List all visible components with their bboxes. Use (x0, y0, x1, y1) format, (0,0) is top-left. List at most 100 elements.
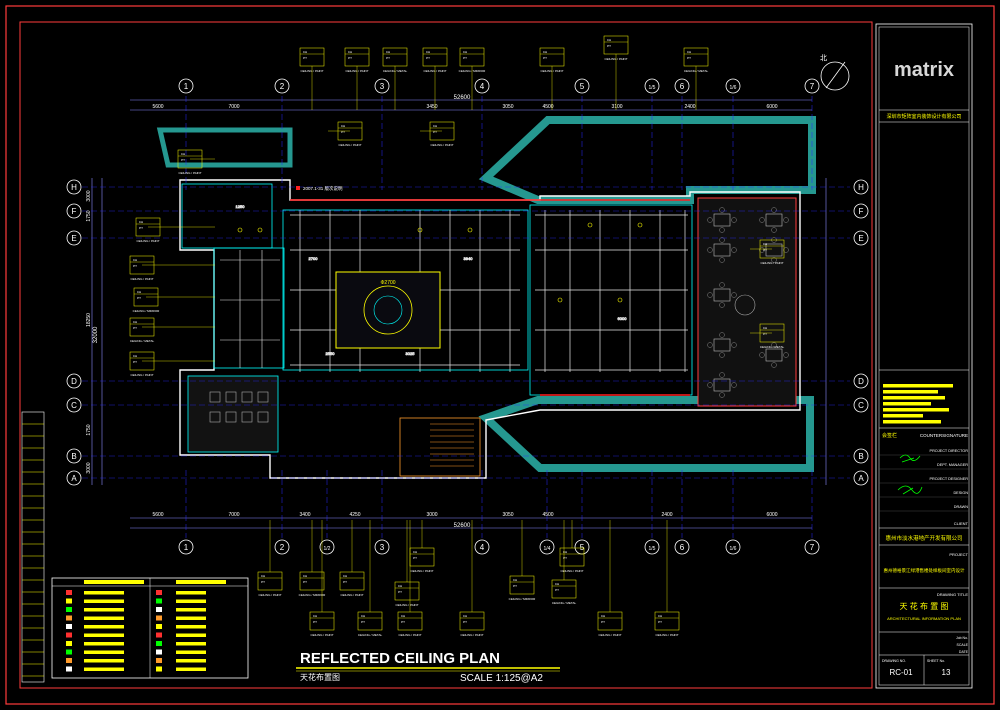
project-label: PROJECT (949, 552, 968, 557)
table-7 (713, 378, 731, 392)
dim-top-3: 3050 (502, 104, 513, 110)
grid-bubble-bottom-6 (674, 539, 690, 555)
grid-bubble-left-F (66, 203, 82, 219)
legend-swatch-left-9 (66, 666, 72, 672)
curtain-wall-band-bottom (478, 396, 814, 472)
ceiling-grid-cyan (181, 183, 693, 396)
job-label: Job No. (956, 636, 968, 640)
ceiling-tag-ch-7: CH (687, 50, 691, 54)
grid-label-bottom-1/4: 1/4 (544, 546, 551, 552)
ceiling-tag-finish-9: CEILING / PAINT (136, 239, 159, 243)
grid-label-bottom-1/5: 1/5 (649, 546, 656, 552)
chair-5-0 (707, 342, 713, 348)
chair-0-0 (707, 217, 713, 223)
grid-label-top-5: 5 (580, 82, 585, 91)
grid-bubble-bottom-1/4 (539, 539, 555, 555)
legend-header-left (84, 580, 144, 584)
role-label-1: DEPT. MANAGER (937, 463, 968, 467)
grid-label-bottom-5: 5 (580, 543, 585, 552)
legend-swatch-left-1 (66, 598, 72, 604)
title-block-bar-0 (883, 384, 953, 388)
ceiling-tag-finish-19: CEILING / PAINT (340, 593, 363, 597)
scale-label: SCALE (957, 643, 969, 647)
chair-3-0 (759, 247, 765, 253)
legend-bar-left-8 (84, 659, 124, 663)
ceiling-tag-pt-5: PT (543, 56, 547, 60)
dim-total-bottom: 52600 (454, 523, 471, 529)
ceiling-tag-pt-21: PT (413, 556, 417, 560)
ceiling-tag-pt-9: PT (139, 226, 143, 230)
ceiling-tag-ch-16: CH (763, 242, 767, 246)
ceiling-tag-ch-19: CH (343, 574, 347, 578)
downlight-4 (557, 297, 563, 303)
legend-bar-right-0 (176, 591, 206, 595)
curtain-wall-band-top (478, 116, 816, 204)
date-label: DATE (959, 650, 969, 654)
grid-bubble-right-A (853, 470, 869, 486)
drawing-title-block-en: ARCHITECTURAL INFORMATION PLAN (887, 616, 961, 621)
dim-bottom-4: 3000 (426, 512, 437, 518)
seat-1-2 (241, 411, 253, 423)
downlight-2 (587, 222, 593, 228)
legend-bar-left-7 (84, 650, 124, 654)
ceiling-tag-ch-2: CH (386, 50, 390, 54)
dim-left-3: 1750 (86, 210, 92, 221)
company-logo: matrix (894, 59, 954, 81)
legend-bar-left-2 (84, 608, 124, 612)
ceiling-tag-finish-14: CEILING / PAINT (338, 143, 361, 147)
ceiling-tag-pt-8: PT (181, 158, 185, 162)
chair-5-2 (719, 332, 725, 338)
signature-mark-2 (897, 485, 923, 495)
legend-swatch-right-7 (156, 649, 162, 655)
chair-0-2 (719, 207, 725, 213)
title-block-bars (883, 384, 953, 424)
legend-swatch-right-9 (156, 666, 162, 672)
ceiling-tag-ch-27: CH (555, 582, 559, 586)
ceiling-tag-pt-0: PT (303, 56, 307, 60)
grid-bubble-bottom-1/2 (319, 539, 335, 555)
grid-label-right-B: B (858, 452, 863, 461)
ceiling-tag-finish-27: CEILING / METAL (552, 601, 577, 605)
ceiling-tag-pt-2: PT (386, 56, 390, 60)
grid-bubble-bottom-1/6 (725, 539, 741, 555)
ceiling-tag-ch-4: CH (463, 50, 467, 54)
grid-bubble-left-C (66, 397, 82, 413)
legend-bar-right-4 (176, 625, 206, 629)
ceiling-tag-finish-12: CEILING / METAL (130, 339, 155, 343)
grid-label-top-2: 2 (280, 82, 285, 91)
legend-bar-left-5 (84, 633, 124, 637)
legend-swatch-right-3 (156, 615, 162, 621)
ceiling-tag-pt-29: PT (658, 620, 662, 624)
ceiling-tag-pt-26: PT (563, 556, 567, 560)
sheet-no-label: SHEET No. (927, 659, 945, 663)
dim-top-2: 3450 (426, 104, 437, 110)
chair-2-0 (707, 247, 713, 253)
ceiling-tag-pt-27: PT (555, 588, 559, 592)
sheet-frame (5, 5, 995, 705)
grid-bubble-bottom-2 (274, 539, 290, 555)
ceiling-tag-finish-21: CEILING / PAINT (410, 569, 433, 573)
ceiling-tag-ch-22: CH (361, 614, 365, 618)
legend-bar-right-5 (176, 633, 206, 637)
grid-label-left-D: D (71, 377, 77, 386)
dim-top-6: 2400 (684, 104, 695, 110)
dim-left-2: 18250 (86, 313, 92, 327)
grid-bubble-top-1 (178, 78, 194, 94)
dim-left-4: 3000 (86, 190, 92, 201)
grid-bubble-bottom-3 (374, 539, 390, 555)
downlight-7 (257, 227, 263, 233)
table-1 (765, 213, 783, 227)
grid-bubble-top-7 (804, 78, 820, 94)
title-block (875, 23, 973, 689)
ceiling-tag-pt-14: PT (341, 130, 345, 134)
seat-0-3 (257, 391, 269, 403)
ceiling-tag-ch-15: CH (433, 124, 437, 128)
ceiling-tag-finish-24: CEILING / PAINT (460, 633, 483, 637)
grid-label-left-A: A (71, 474, 77, 483)
table-6 (765, 348, 783, 362)
ceiling-tag-pt-28: PT (601, 620, 605, 624)
legend-swatch-left-3 (66, 615, 72, 621)
stair-treads (430, 423, 474, 467)
drawing-no-label: DRAWING NO. (882, 659, 906, 663)
